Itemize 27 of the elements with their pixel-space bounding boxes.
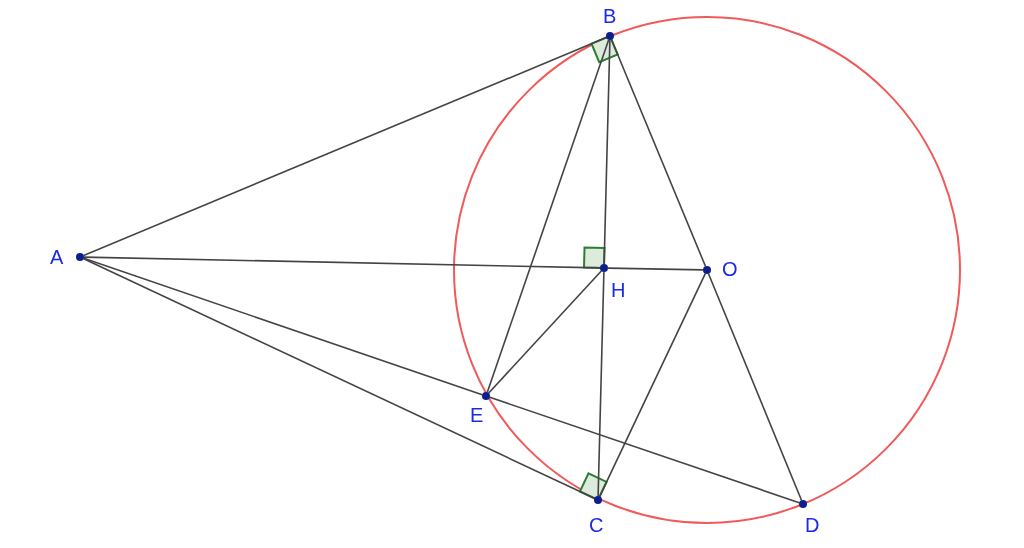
point-dot [703, 266, 711, 274]
point-dot [600, 264, 608, 272]
point-dot [76, 253, 84, 261]
line-segment [487, 270, 603, 394]
line-segment [83, 256, 601, 269]
point-label: E [470, 405, 484, 425]
line-segment [607, 267, 704, 271]
point-label: C [589, 515, 604, 535]
point-label: A [50, 247, 64, 267]
line-segment [707, 272, 803, 502]
line-segment [610, 38, 707, 268]
point-label: H [611, 280, 626, 300]
point-dot [594, 496, 602, 504]
line-segment [83, 257, 484, 396]
line-segment [82, 36, 608, 257]
line-segment [598, 272, 707, 498]
line-segment [603, 39, 611, 265]
point-label: O [722, 259, 738, 279]
point-dot [482, 392, 490, 400]
line-segment [597, 271, 605, 497]
point-label: B [603, 6, 617, 26]
line-segment [489, 396, 800, 504]
line-segment [486, 39, 610, 394]
point-label: D [805, 515, 820, 535]
line-segment [82, 257, 596, 500]
point-dot [606, 32, 614, 40]
point-dot [799, 500, 807, 508]
